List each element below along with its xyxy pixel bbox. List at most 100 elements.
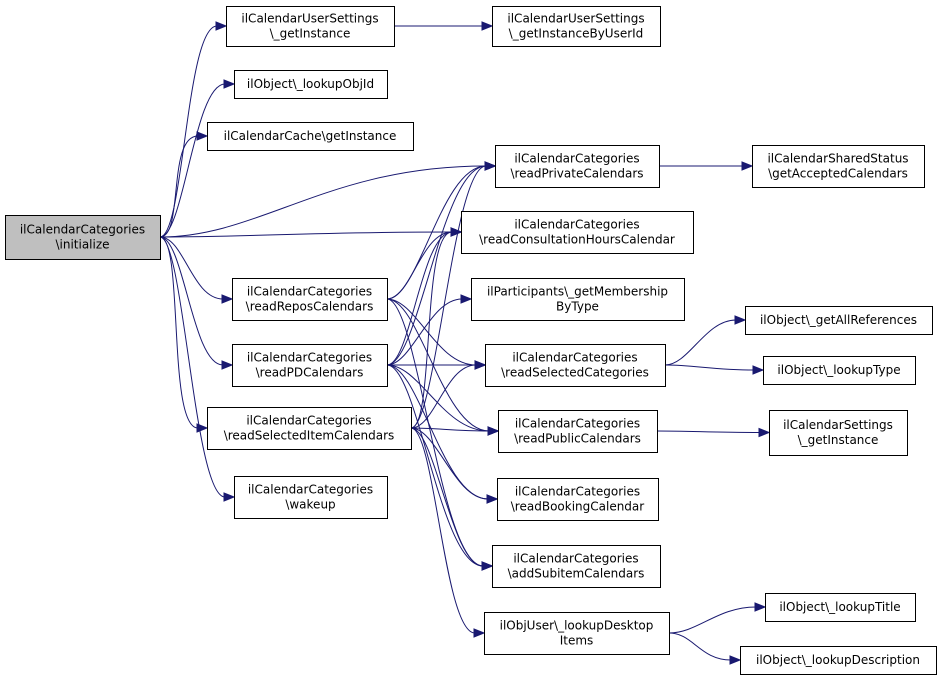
node-label-line: \readSelectedCategories (501, 366, 649, 380)
edge-readSelectedCategories-to-getAllReferences (664, 319, 737, 366)
call-edges (159, 21, 771, 665)
node-label-line: ilCalendarCategories (20, 223, 145, 237)
node-read-booking[interactable]: ilCalendarCategories\readBookingCalendar (497, 478, 659, 521)
node-box (492, 6, 661, 47)
edge-arrowhead (473, 628, 486, 638)
edge-desktopItems-to-lookupTitle (668, 606, 757, 634)
edge-arrowhead (487, 426, 500, 436)
node-read-selected-item[interactable]: ilCalendarCategories\readSelectedItemCal… (207, 407, 412, 450)
edge-initialize-to-readPrivate (159, 165, 487, 238)
edge-arrowhead (196, 423, 209, 433)
node-label-line: \wakeup (285, 498, 335, 512)
node-label-line: ilCalendarCategories (514, 152, 639, 166)
node-label-line: ilCalendarCategories (248, 483, 373, 497)
node-box (484, 612, 670, 655)
node-label-line: \_getInstanceByUserId (509, 27, 644, 41)
edge-initialize-to-userSettingsGetInstance (159, 25, 218, 238)
node-lookup-obj-id[interactable]: ilObject\_lookupObjId (234, 70, 388, 99)
edge-initialize-to-wakeup (159, 236, 226, 498)
node-label-line: \readPrivateCalendars (510, 167, 643, 181)
node-label-line: ilCalendarCategories (247, 285, 372, 299)
edge-readSelectedCategories-to-lookupType (664, 364, 755, 371)
node-label-line: ilObject\_lookupDescription (756, 653, 920, 667)
node-wakeup[interactable]: ilCalendarCategories\wakeup (234, 476, 388, 519)
node-read-p-d[interactable]: ilCalendarCategories\readPDCalendars (232, 344, 388, 387)
edge-readSelectedItem-to-readPrivate (410, 165, 487, 429)
node-label-line: ilCalendarSettings (783, 418, 893, 432)
node-box (234, 476, 388, 519)
edge-arrowhead (758, 427, 771, 438)
node-box (232, 344, 388, 387)
edge-arrowhead (221, 360, 234, 370)
edge-readRepos-to-readSelectedCategories (386, 298, 477, 366)
edge-readSelectedItem-to-readConsultation (410, 231, 453, 429)
node-label-line: ilParticipants\_getMembership (487, 285, 668, 299)
edge-readPD-to-addSubitem (386, 364, 484, 567)
edge-readSelectedItem-to-desktopItems (410, 427, 476, 634)
node-box (226, 6, 395, 47)
node-user-settings-get-instance[interactable]: ilCalendarUserSettings\_getInstance (226, 6, 395, 47)
edge-arrowhead (481, 561, 494, 571)
node-lookup-title[interactable]: ilObject\_lookupTitle (765, 593, 916, 622)
edge-arrowhead (460, 294, 473, 304)
node-box (461, 211, 694, 254)
edge-initialize-to-readPD (159, 236, 224, 366)
node-label-line: \_getInstance (798, 433, 879, 447)
node-box (740, 646, 937, 675)
node-user-settings-by-user-id[interactable]: ilCalendarUserSettings\_getInstanceByUse… (492, 6, 661, 47)
node-label-line: ilCalendarCache\getInstance (224, 129, 397, 143)
edge-readPD-to-readPrivate (386, 165, 487, 366)
edge-readRepos-to-readConsultation (386, 231, 453, 300)
edge-arrowhead (215, 21, 228, 31)
edge-readSelectedItem-to-addSubitem (410, 427, 484, 567)
node-box (497, 478, 659, 521)
node-box (207, 122, 414, 151)
node-label-line: ilCalendarCategories (514, 218, 639, 232)
node-label-line: ilObject\_lookupType (777, 363, 900, 377)
node-label-line: ilObjUser\_lookupDesktop (500, 619, 654, 633)
node-read-consultation[interactable]: ilCalendarCategories\readConsultationHou… (461, 211, 694, 254)
node-label-line: ilCalendarCategories (513, 552, 638, 566)
edge-arrowhead (734, 315, 747, 325)
node-label-line: \readPublicCalendars (514, 432, 641, 446)
node-label-line: \readReposCalendars (246, 300, 374, 314)
node-read-selected-categories[interactable]: ilCalendarCategories\readSelectedCategor… (485, 344, 666, 387)
node-label-line: ilCalendarCategories (515, 417, 640, 431)
node-label-line: ilCalendarCategories (246, 414, 371, 428)
node-box (769, 410, 908, 456)
node-box (492, 545, 661, 588)
node-label-line: \_getInstance (270, 27, 351, 41)
node-read-repos[interactable]: ilCalendarCategories\readReposCalendars (232, 278, 388, 321)
edge-readPD-to-readPublic (386, 364, 490, 432)
node-read-private[interactable]: ilCalendarCategories\readPrivateCalendar… (495, 145, 660, 188)
node-shared-status[interactable]: ilCalendarSharedStatus\getAcceptedCalend… (752, 145, 925, 188)
node-cache-get-instance[interactable]: ilCalendarCache\getInstance (207, 122, 414, 151)
edge-desktopItems-to-lookupDescription (668, 632, 732, 661)
node-label-line: ilCalendarCategories (512, 351, 637, 365)
edge-readPublic-to-settingsGetInstance (656, 430, 761, 433)
node-lookup-description[interactable]: ilObject\_lookupDescription (740, 646, 937, 675)
node-box (485, 344, 666, 387)
node-box (5, 215, 161, 260)
edge-arrowhead (221, 294, 234, 304)
node-box (234, 70, 388, 99)
edge-arrowhead (741, 161, 754, 171)
node-label-line: ilCalendarUserSettings (507, 12, 644, 26)
node-add-subitem[interactable]: ilCalendarCategories\addSubitemCalendars (492, 545, 661, 588)
node-lookup-type[interactable]: ilObject\_lookupType (763, 356, 916, 385)
node-label-line: ilCalendarSharedStatus (767, 152, 908, 166)
edge-arrowhead (474, 360, 487, 370)
node-settings-get-instance[interactable]: ilCalendarSettings\_getInstance (769, 410, 908, 456)
node-get-all-references[interactable]: ilObject\_getAllReferences (745, 306, 933, 335)
edge-readSelectedItem-to-readPublic (410, 427, 490, 432)
node-box (495, 145, 660, 188)
edge-initialize-to-lookupObjId (159, 83, 226, 238)
edge-arrowhead (481, 21, 494, 31)
edge-arrowhead (484, 161, 497, 171)
node-read-public[interactable]: ilCalendarCategories\readPublicCalendars (498, 410, 658, 453)
edge-readPD-to-participants (386, 298, 463, 366)
node-label-line: ilObject\_lookupTitle (779, 600, 900, 614)
